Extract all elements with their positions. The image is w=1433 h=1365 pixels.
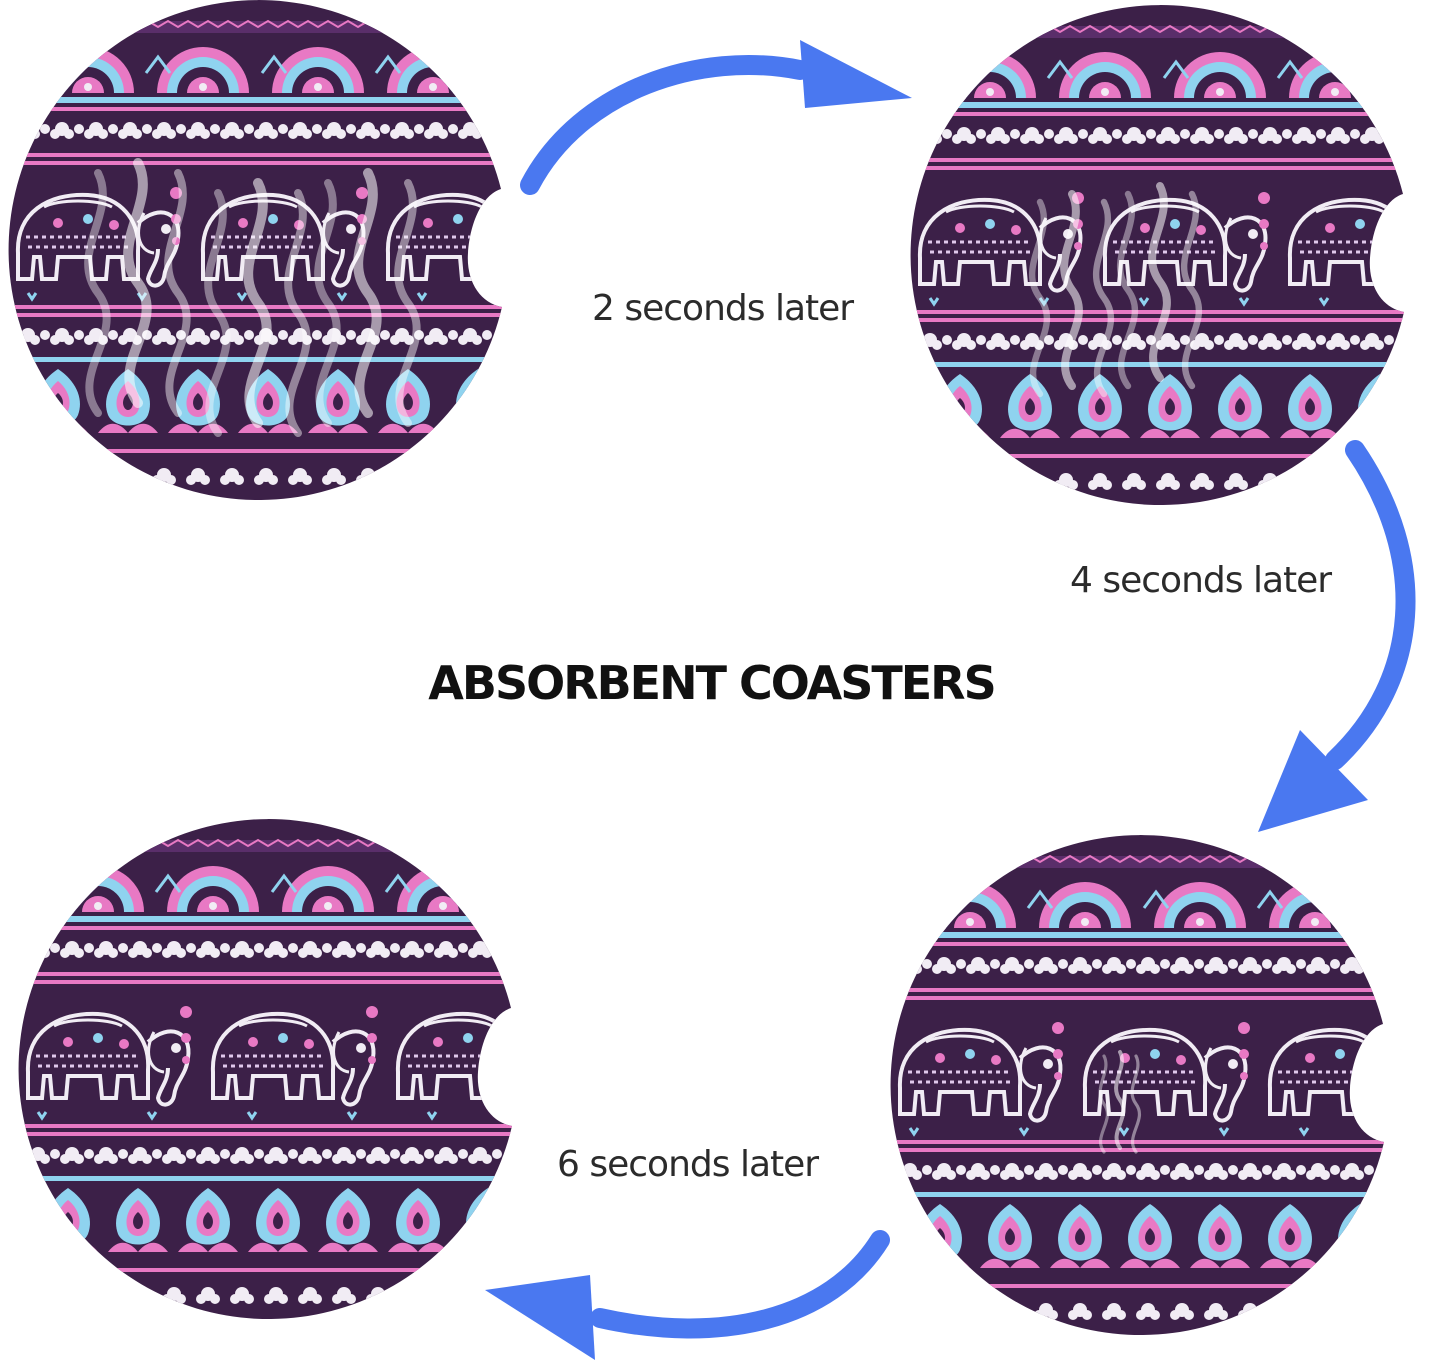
coaster-3 <box>880 828 1433 1348</box>
title-text: ABSORBENT COASTERS <box>428 656 996 710</box>
step-label-2s: 2 seconds later <box>592 288 854 329</box>
step-label-4s: 4 seconds later <box>1070 560 1332 601</box>
curved-arrow-icon <box>520 40 912 195</box>
coaster-4 <box>8 812 568 1332</box>
curved-arrow-icon <box>485 1230 890 1360</box>
curved-arrow-icon <box>1258 440 1416 832</box>
step-label-6s: 6 seconds later <box>557 1144 819 1185</box>
coaster-1 <box>0 0 558 513</box>
page-title: ABSORBENT COASTERS <box>0 656 1433 710</box>
